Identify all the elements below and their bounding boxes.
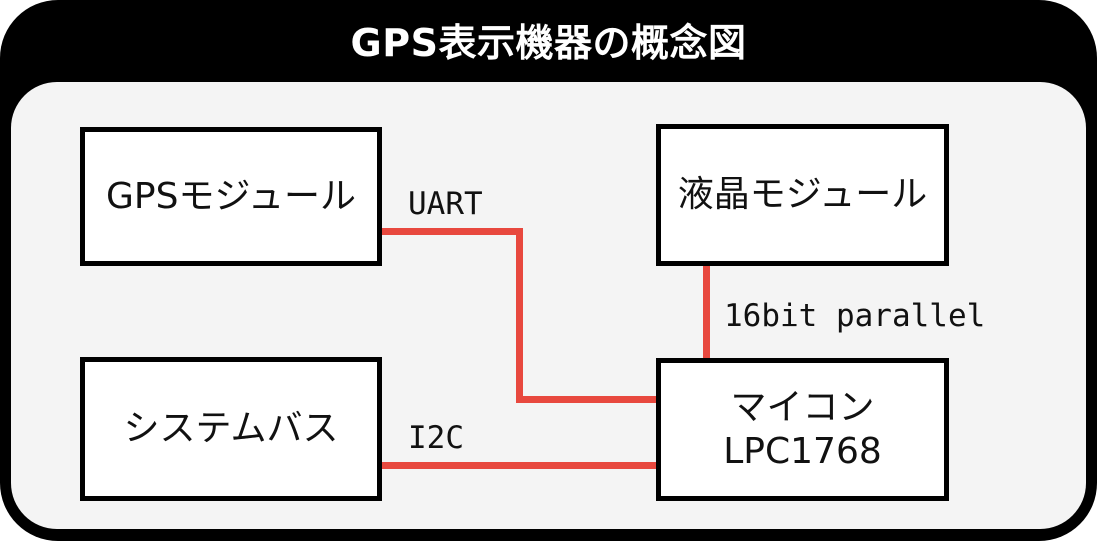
parallel-wire <box>703 265 710 361</box>
system-bus-label: システムバス <box>123 408 339 450</box>
i2c-label: I2C <box>408 420 464 456</box>
parallel-label: 16bit parallel <box>724 298 986 334</box>
gps-module-label: GPSモジュール <box>106 175 356 217</box>
uart-wire-h1 <box>380 228 522 235</box>
mcu-label-line1: マイコン <box>730 387 875 429</box>
lcd-module-label: 液晶モジュール <box>677 174 928 216</box>
lcd-module-box: 液晶モジュール <box>656 124 949 266</box>
diagram-title: GPS表示機器の概念図 <box>350 21 747 65</box>
mcu-label-line2: LPC1768 <box>723 430 882 472</box>
uart-label: UART <box>408 186 483 222</box>
i2c-wire <box>380 462 658 469</box>
mcu-box: マイコン LPC1768 <box>656 358 949 501</box>
system-bus-box: システムバス <box>80 357 382 501</box>
uart-wire-h2 <box>516 396 658 403</box>
gps-module-box: GPSモジュール <box>80 127 382 266</box>
uart-wire-v <box>516 228 523 403</box>
